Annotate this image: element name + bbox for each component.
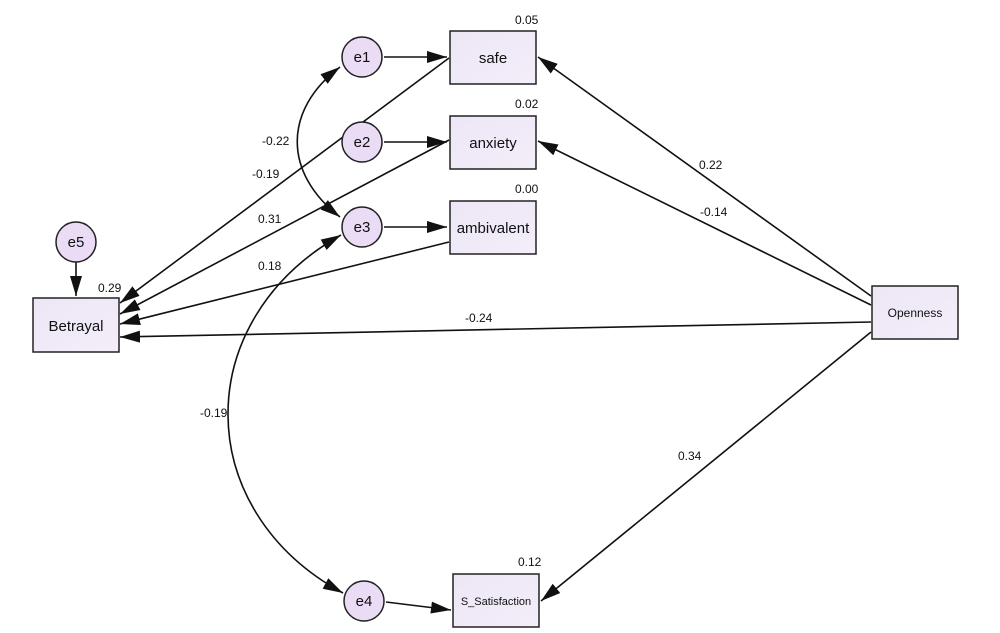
error-e4-label: e4 [356, 593, 373, 610]
node-anxiety: anxiety [449, 115, 537, 170]
edge-anxiety-betrayal [119, 139, 450, 315]
error-e5: e5 [55, 221, 97, 263]
path-coef-openness-safe: 0.22 [699, 158, 723, 172]
edge-e4-s-satisfaction [385, 601, 452, 614]
edge-safe-betrayal [119, 57, 450, 304]
error-e2-label: e2 [354, 134, 371, 151]
node-betrayal: Betrayal [32, 297, 120, 353]
error-e1: e1 [341, 36, 383, 78]
node-ambivalent-label: ambivalent [457, 220, 530, 237]
covariance-e1-e3 [296, 66, 341, 218]
error-e4: e4 [343, 580, 385, 622]
node-openness: Openness [871, 285, 959, 340]
r2-s-satisfaction: 0.12 [518, 555, 542, 569]
node-ambivalent: ambivalent [449, 200, 537, 255]
covariance-e3-e4 [227, 234, 344, 594]
r2-safe: 0.05 [515, 13, 539, 27]
node-openness-label: Openness [888, 306, 943, 320]
cov-coef-e3-e4: -0.19 [200, 406, 228, 420]
error-e3-label: e3 [354, 219, 371, 236]
path-coef-openness-betrayal: -0.24 [465, 311, 493, 325]
path-coef-anxiety-betrayal: 0.31 [258, 212, 282, 226]
edge-openness-betrayal [119, 321, 872, 343]
path-coef-ambivalent-betrayal: 0.18 [258, 259, 282, 273]
edge-openness-safe [537, 56, 872, 297]
node-s-satisfaction-label: S_Satisfaction [461, 596, 531, 608]
path-coef-openness-anxiety: -0.14 [700, 205, 728, 219]
error-e5-label: e5 [68, 234, 85, 251]
edge-openness-s-satisfaction [540, 331, 872, 602]
path-coef-openness-s-satisfaction: 0.34 [678, 449, 702, 463]
edge-openness-anxiety [537, 140, 872, 306]
node-safe: safe [449, 30, 537, 85]
r2-ambivalent: 0.00 [515, 182, 539, 196]
r2-anxiety: 0.02 [515, 97, 539, 111]
cov-coef-e1-e3: -0.22 [262, 134, 290, 148]
node-anxiety-label: anxiety [469, 135, 517, 152]
node-safe-label: safe [479, 50, 507, 67]
r2-betrayal: 0.29 [98, 281, 122, 295]
path-coef-safe-betrayal: -0.19 [252, 167, 280, 181]
node-s-satisfaction: S_Satisfaction [452, 573, 540, 628]
error-e3: e3 [341, 206, 383, 248]
error-e1-label: e1 [354, 49, 371, 66]
node-betrayal-label: Betrayal [48, 318, 103, 335]
edge-ambivalent-betrayal [119, 241, 450, 325]
error-e2: e2 [341, 121, 383, 163]
